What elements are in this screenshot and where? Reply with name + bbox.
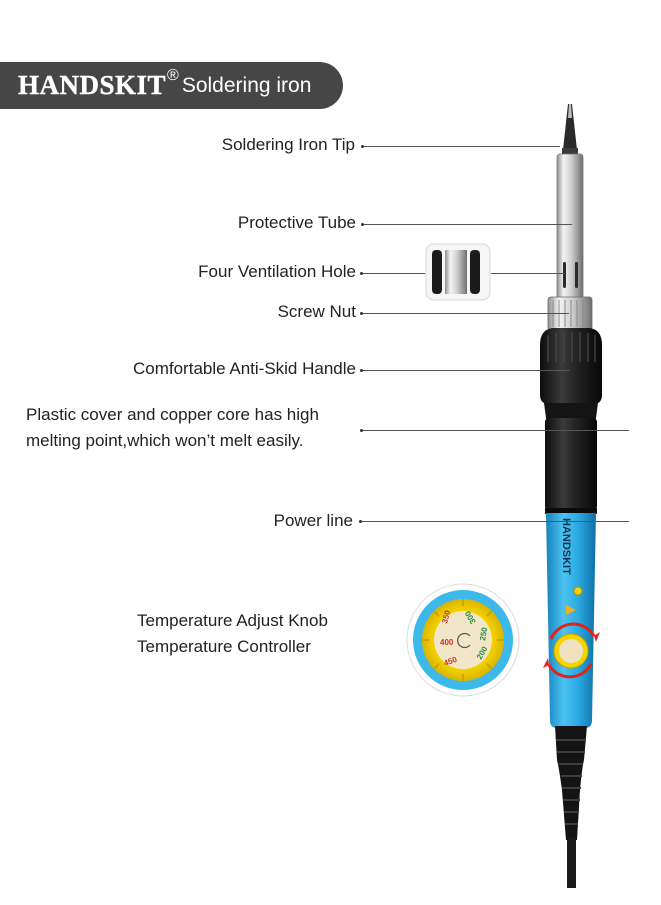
leader-line-power [362, 521, 629, 522]
label-ventilation-hole: Four Ventilation Hole [198, 262, 356, 281]
ventilation-hole-inset [425, 243, 491, 301]
anti-skid-handle [540, 328, 602, 510]
handle-knob [543, 622, 600, 679]
leader-dot-nut [360, 312, 363, 315]
label-temperature-knob: Temperature Adjust Knob [137, 611, 328, 630]
label-protective-tube: Protective Tube [237, 213, 356, 232]
dial-mark-450: 450 [443, 655, 459, 668]
leader-line-cover [363, 430, 629, 431]
leader-dot-power [359, 520, 362, 523]
leader-line-handle [363, 370, 570, 371]
label-soldering-iron-tip: Soldering Iron Tip [221, 135, 355, 154]
label-plastic-cover: Plastic cover and copper core has high m… [26, 405, 319, 450]
leader-dot-handle [360, 369, 363, 372]
leader-dot-vent [360, 272, 363, 275]
blue-handle: HANDSKIT [545, 508, 597, 728]
leader-line-tip [364, 146, 560, 147]
leader-line-vent-left [363, 273, 425, 274]
dial-mark-400: 400 [440, 638, 454, 647]
temperature-knob-inset: 200 250 300 350 400 450 [406, 583, 520, 697]
label-temperature-controller: Temperature Controller [137, 637, 311, 656]
label-power-line: Power line [273, 511, 353, 530]
dial-mark-250: 250 [478, 626, 489, 641]
protective-tube [556, 153, 584, 300]
leader-line-tube [364, 224, 572, 225]
strain-relief [555, 726, 587, 888]
leader-line-vent-right [491, 273, 565, 274]
title-banner: HANDSKIT ® Soldering iron [0, 62, 343, 109]
leader-line-nut [363, 313, 569, 314]
dial-mark-350: 350 [440, 609, 452, 625]
product-subtitle: Soldering iron [181, 73, 312, 97]
leader-dot-tip [361, 145, 364, 148]
label-screw-nut: Screw Nut [277, 302, 356, 321]
leader-dot-cover [360, 429, 363, 432]
label-anti-skid-handle: Comfortable Anti-Skid Handle [132, 359, 356, 378]
handle-brand-print: HANDSKIT [560, 518, 572, 575]
leader-dot-tube [361, 223, 364, 226]
registered-mark: ® [167, 66, 179, 84]
brand-name: HANDSKIT [18, 70, 167, 100]
iron-tip [562, 104, 578, 156]
